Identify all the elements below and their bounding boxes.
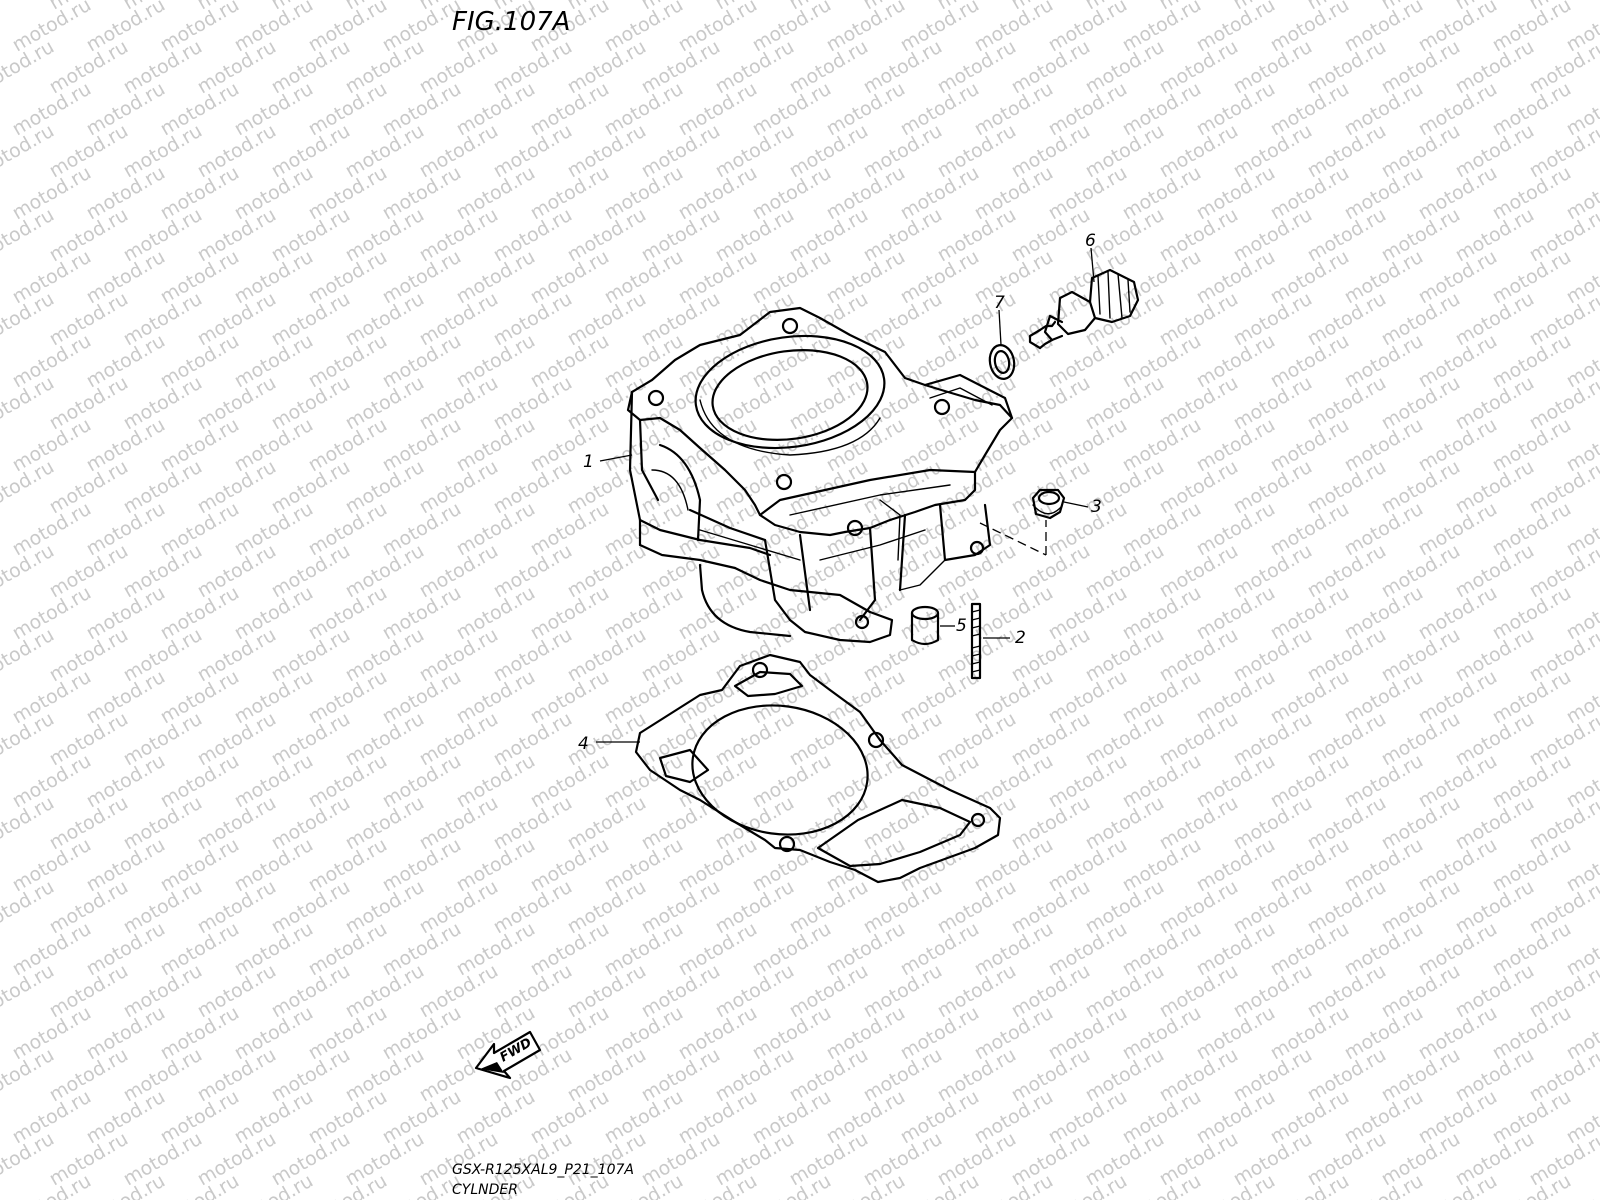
callout-6: 6 <box>1085 231 1096 251</box>
watermark-text: motod.ru <box>0 1044 58 1107</box>
watermark-text: motod.ru <box>0 876 58 939</box>
watermark-text: motod.ru <box>0 456 58 519</box>
watermark-text: motod.ru <box>0 540 58 603</box>
callout-2: 2 <box>1015 628 1026 648</box>
watermark-text: motod.ru <box>0 288 58 351</box>
stud-bolt <box>970 602 982 680</box>
watermark-text: motod.ru <box>0 36 58 99</box>
watermark-text: motod.ru <box>0 1128 58 1191</box>
watermark-text: motod.ru <box>0 792 58 855</box>
leader-lines <box>596 247 1095 743</box>
watermark-text: motod.ru <box>0 120 58 183</box>
callout-3: 3 <box>1091 497 1102 517</box>
callout-7: 7 <box>994 293 1005 313</box>
watermark-text: motod.ru <box>0 960 58 1023</box>
callout-4: 4 <box>578 734 589 754</box>
watermark-text: motod.ru <box>0 624 58 687</box>
dowel-pin <box>910 605 940 646</box>
footer-code: GSX-R125XAL9_P21_107A <box>452 1162 634 1178</box>
footer-name: CYLNDER <box>452 1182 518 1198</box>
callout-5: 5 <box>956 616 967 636</box>
watermark-text: motod.ru <box>0 708 58 771</box>
figure-title: FIG.107A <box>452 7 570 37</box>
temperature-sensor <box>1028 268 1140 350</box>
flange-nut <box>979 488 1066 556</box>
callout-1: 1 <box>583 452 594 472</box>
sensor-washer <box>988 344 1016 380</box>
cylinder-block <box>626 306 1014 644</box>
watermark-text: motod.ru <box>0 204 58 267</box>
cylinder-base-gasket <box>634 653 1002 884</box>
watermark-text: motod.ru <box>0 372 58 435</box>
